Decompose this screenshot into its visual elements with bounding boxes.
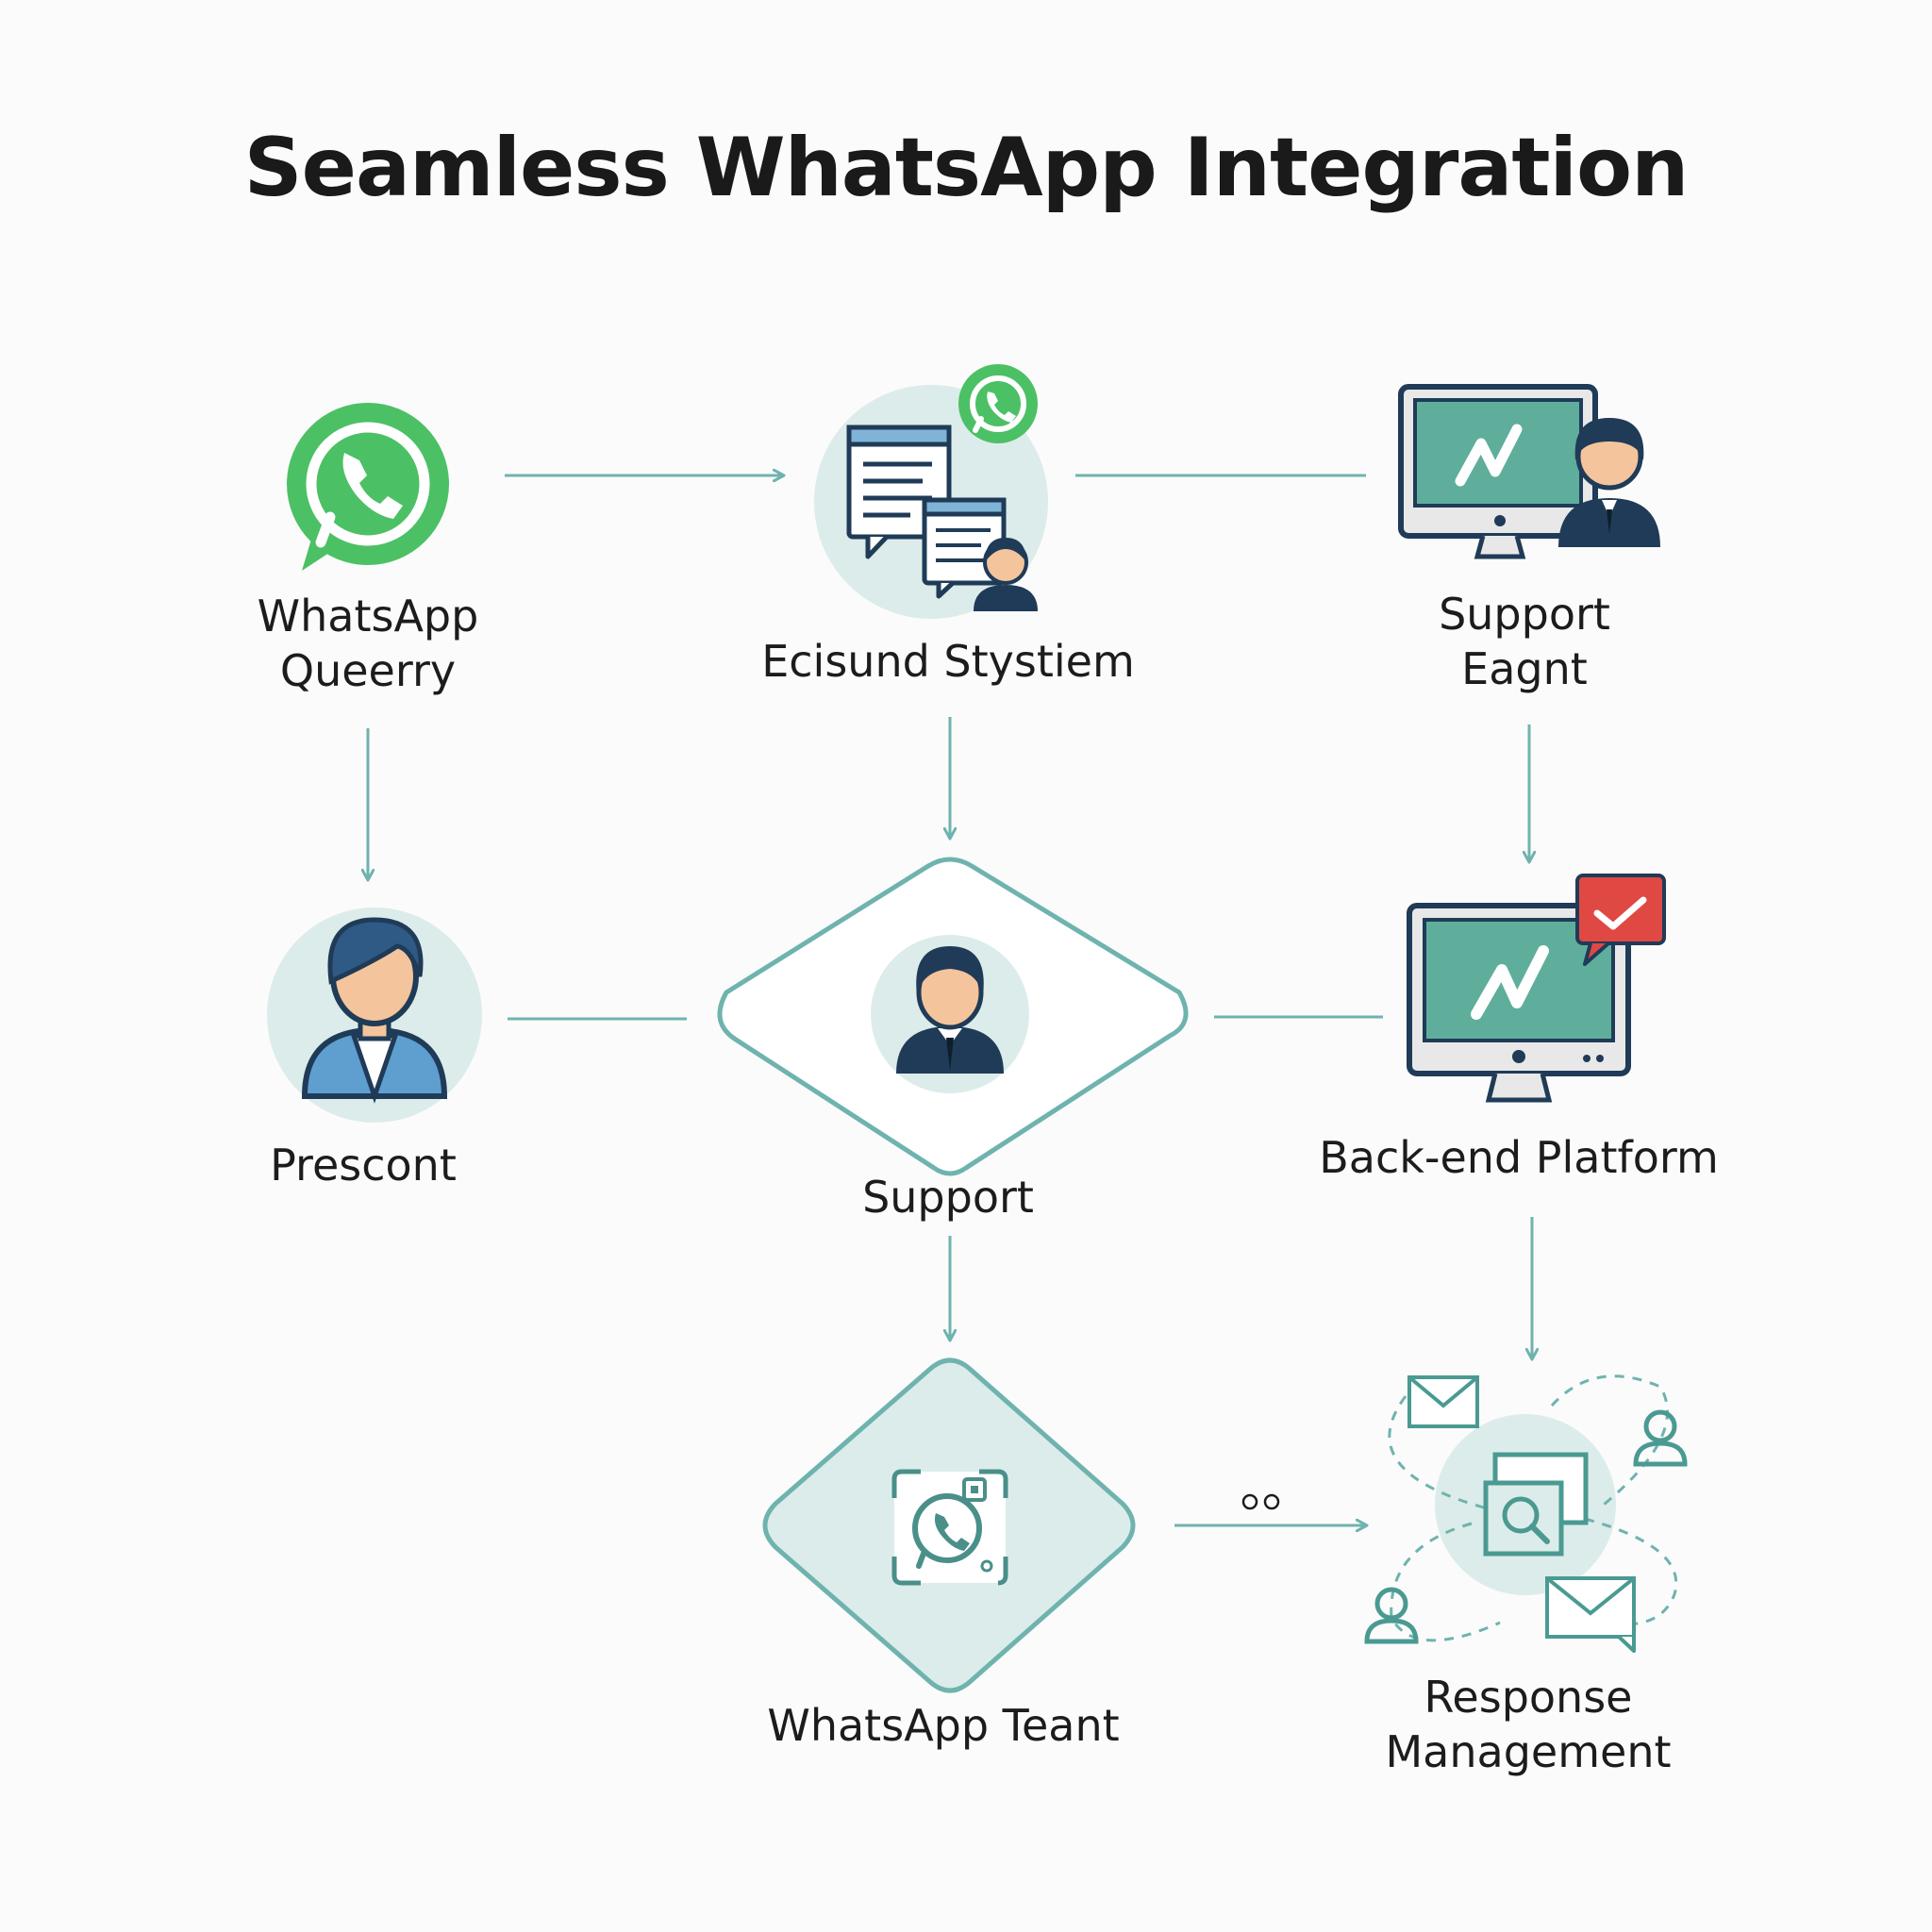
whatsapp-tile-icon xyxy=(891,1469,1008,1586)
node-label-line: WhatsApp xyxy=(257,591,479,641)
node-label-line: WhatsApp Teant xyxy=(767,1700,1120,1751)
connectors xyxy=(368,475,1532,1525)
node-label-line: Management xyxy=(1385,1726,1672,1777)
node-label-ecisund-system: Ecisund Stystiem xyxy=(736,634,1160,689)
node-label-line: Eagnt xyxy=(1461,643,1588,694)
node-label-line: Back-end Platform xyxy=(1319,1132,1719,1183)
monitor-alert-icon xyxy=(1407,874,1666,1103)
node-label-line: Response xyxy=(1424,1672,1633,1723)
edge-dot xyxy=(1263,1493,1280,1510)
node-label-support-agent: Support Eagnt xyxy=(1383,587,1666,696)
node-label-whatsapp-query: WhatsApp Queerry xyxy=(226,589,509,698)
monitor-agent-icon xyxy=(1398,384,1660,559)
chat-documents-icon xyxy=(814,364,1048,619)
page-title: Seamless WhatsApp Integration xyxy=(243,121,1690,215)
node-label-line: Queerry xyxy=(279,645,457,696)
node-label-line: Ecisund Stystiem xyxy=(761,636,1135,687)
node-label-support: Support xyxy=(802,1170,1094,1224)
node-label-line: Support xyxy=(1439,589,1610,640)
node-label-backend-platform: Back-end Platform xyxy=(1283,1130,1755,1185)
network-search-icon xyxy=(1364,1374,1688,1653)
node-label-line: Support xyxy=(862,1172,1034,1223)
edge-dot xyxy=(1241,1493,1258,1510)
node-label-response-management: Response Management xyxy=(1340,1670,1717,1779)
edge-marker-dots xyxy=(1241,1493,1280,1510)
node-label-prescont: Prescont xyxy=(217,1138,509,1192)
whatsapp-icon xyxy=(287,403,449,571)
node-label-whatsapp-team: WhatsApp Teant xyxy=(717,1698,1170,1753)
node-label-line: Prescont xyxy=(270,1140,457,1191)
agent-avatar-icon xyxy=(871,935,1029,1093)
person-avatar-icon xyxy=(267,908,482,1123)
